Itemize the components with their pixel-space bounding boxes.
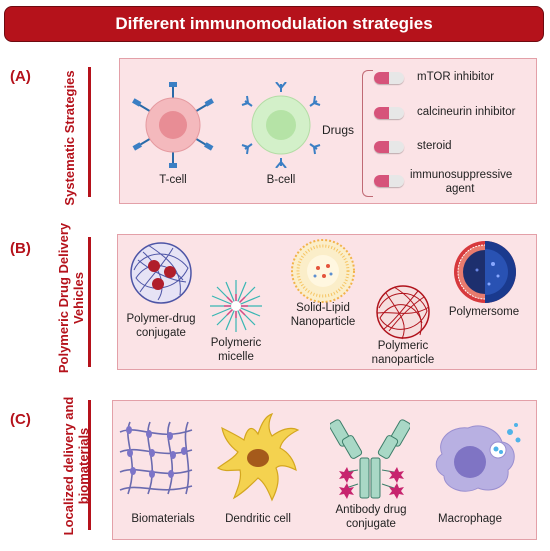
biomaterials-label: Biomaterials <box>131 513 195 525</box>
section-b-title: Polymeric Drug Delivery Vehicles <box>56 222 86 374</box>
polymersome-label: Polymersome <box>448 306 520 318</box>
drugs-bracket <box>362 70 373 197</box>
section-a-title: Systematic Strategies <box>62 70 77 206</box>
antibody-drug-conjugate-label: Antibody drug conjugate <box>335 504 407 530</box>
section-c-letter: (C) <box>10 411 31 428</box>
drug-calcineurin: calcineurin inhibitor <box>417 106 516 118</box>
t-cell-icon <box>132 82 214 168</box>
t-cell-label: T-cell <box>159 174 187 186</box>
polymeric-micelle-icon <box>210 280 262 332</box>
macrophage-label: Macrophage <box>438 513 502 525</box>
pill-icon <box>374 107 404 119</box>
dendritic-cell-label: Dendritic cell <box>225 513 291 525</box>
pill-icon <box>374 175 404 187</box>
section-b-letter: (B) <box>10 240 31 257</box>
pill-icon <box>374 141 404 153</box>
polymeric-micelle-label: Polymeric micelle <box>210 337 262 363</box>
solid-lipid-nanoparticle-label: Solid-Lipid Nanoparticle <box>290 302 356 328</box>
pill-icon <box>374 72 404 84</box>
dendritic-cell-icon <box>216 412 300 502</box>
polymersome-icon <box>454 241 516 303</box>
polymer-drug-conjugate-icon <box>130 242 192 304</box>
drug-mtor: mTOR inhibitor <box>417 71 495 83</box>
b-cell-label: B-cell <box>266 174 296 186</box>
section-a-letter: (A) <box>10 68 31 85</box>
biomaterials-icon <box>119 421 193 495</box>
solid-lipid-nanoparticle-icon <box>291 239 355 303</box>
polymeric-nanoparticle-icon <box>376 285 430 340</box>
main-title: Different immunomodulation strategies <box>4 6 544 42</box>
b-cell-icon <box>241 82 321 168</box>
macrophage-icon <box>435 423 521 492</box>
polymer-drug-conjugate-label: Polymer-drug conjugate <box>126 313 196 339</box>
drug-steroid: steroid <box>417 140 452 152</box>
section-c-divider <box>88 400 91 530</box>
section-b-divider <box>88 237 91 367</box>
polymeric-nanoparticle-label: Polymeric nanoparticle <box>371 340 435 366</box>
section-a-divider <box>88 67 91 197</box>
antibody-drug-conjugate-icon <box>330 419 410 499</box>
drug-immunosuppressive: immunosuppressive agent <box>410 169 513 195</box>
drugs-label: Drugs <box>322 123 355 137</box>
